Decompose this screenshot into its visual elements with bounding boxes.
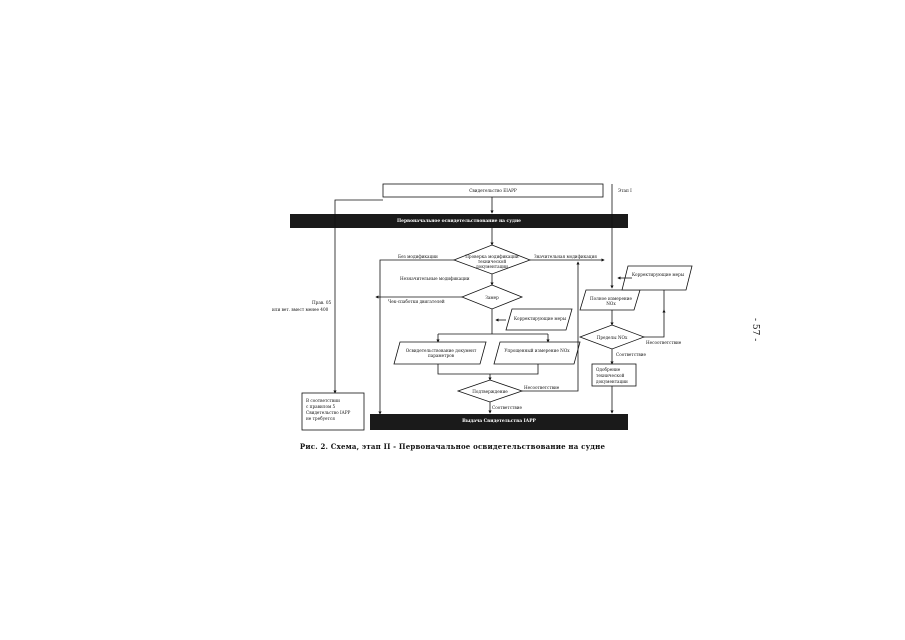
nonconformity-1-label: Несоответствие [524,385,560,390]
no-certificate-box [301,392,365,431]
certificate-eiapp-label: Свидетельство ЕIАРР [469,188,517,193]
simplified-nox-label: Упрощенный измерение NOx [504,348,570,353]
no-modification-label: Без модификации [398,254,438,259]
header-bar-label: Первоначальное освидетельствование на су… [397,219,521,224]
significant-modification-label: Значительная модификация [534,254,597,259]
certificate-eiapp-box [382,183,604,198]
tonnage-label: или вет. вмест менее 400 [272,307,329,312]
no-certificate-line-3: Свидетельство IAPP [306,410,351,415]
tech-doc-approval-line-1: Одобрение [596,367,621,372]
page-number: - 57 - [750,318,760,342]
nox-limits-label: Пределы NOx [596,335,628,340]
rule-05-label: Прав. 05 [312,300,332,305]
no-certificate-line-1: В соответствии [306,398,340,403]
corrective-measures-2 [621,265,693,291]
stage-i-label: Этап I [618,188,632,193]
corrective-measures-1-label: Корректирующие меры [513,316,567,321]
doc-parameters-label: Освидетельствование документ параметров [405,348,477,358]
doc-parameters-box [393,341,487,365]
corrective-measures-2-label: Корректирующие меры [631,272,685,277]
tech-doc-approval-line-3: документации [596,379,628,384]
modification-check-label: Проверка модификации технической докумен… [465,254,519,269]
corrective-measures-1 [505,308,573,331]
conformity-1-label: Соответствие [492,405,523,410]
nonconformity-2-label: Несоответствие [646,340,682,345]
tech-doc-approval-box [591,363,637,387]
issue-certificate-bar [370,414,628,430]
minor-modifications-label: Незначительные модификации [400,276,470,281]
full-nox-label: Полное измерение NOx [590,296,632,306]
issue-certificate-label: Выдача Свидетельства IАРР [462,419,536,424]
measurement-label: Замер [485,295,499,300]
confirmation-label: Подтверждение [472,389,508,394]
header-bar [290,214,628,228]
no-certificate-line-2: с правилом 5 [306,404,336,409]
figure-caption: Рис. 2. Схема, этап II - Первоначальное … [299,442,606,451]
no-certificate-line-4: не требуется [306,416,335,421]
tech-doc-approval-line-2: технической [596,373,625,378]
simplified-nox-box [493,341,581,365]
engine-check-label: Чек-спаботки двигателей [388,299,445,304]
conformity-2-label: Соответствие [616,352,647,357]
